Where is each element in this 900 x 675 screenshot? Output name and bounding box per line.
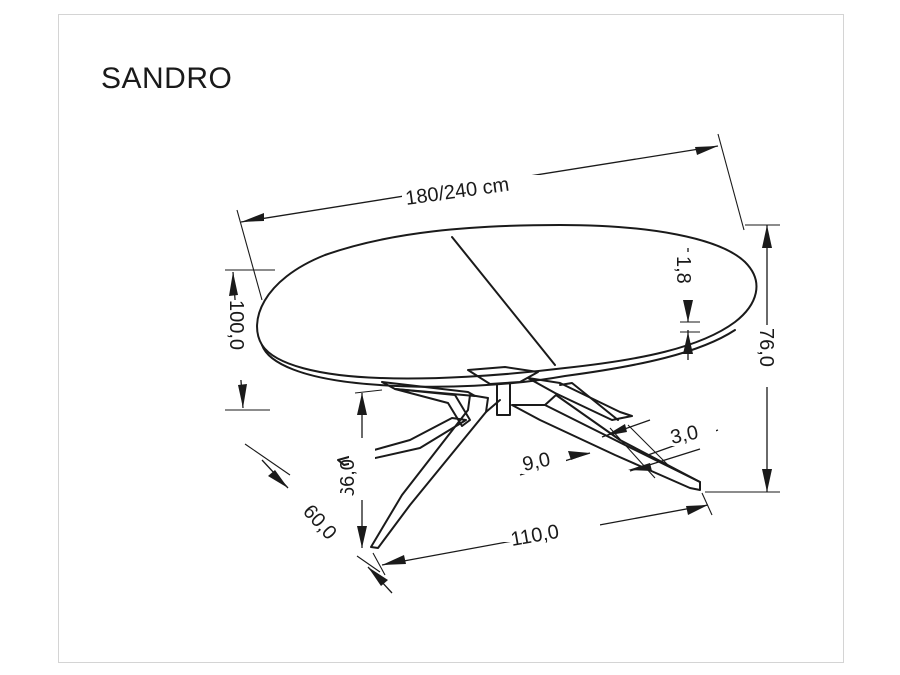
dim-width: 100,0 [223,269,275,411]
dim-height-label: 76,0 [755,328,777,367]
dim-base-length: 110,0 [372,492,713,576]
dim-width-label: 100,0 [225,300,247,350]
drawing-frame [58,14,844,663]
table-top [256,224,758,380]
dim-length: 180/240 cm [236,133,745,301]
dim-clearance-label: 66,0 [337,459,359,498]
dim-leg-thickness: 3,0 [601,419,719,479]
product-title: SANDRO [101,62,233,95]
dim-height: 76,0 [705,224,781,493]
table-top-edge [261,329,736,388]
dim-base-depth: 60,0 [244,443,393,594]
dim-clearance: 66,0 [337,389,383,548]
extension-seam [451,236,556,366]
dim-top-thickness: 1,8 [670,248,700,360]
dim-leg-width: 9,0 [519,448,701,476]
dim-top-thickness-label: 1,8 [672,256,694,284]
